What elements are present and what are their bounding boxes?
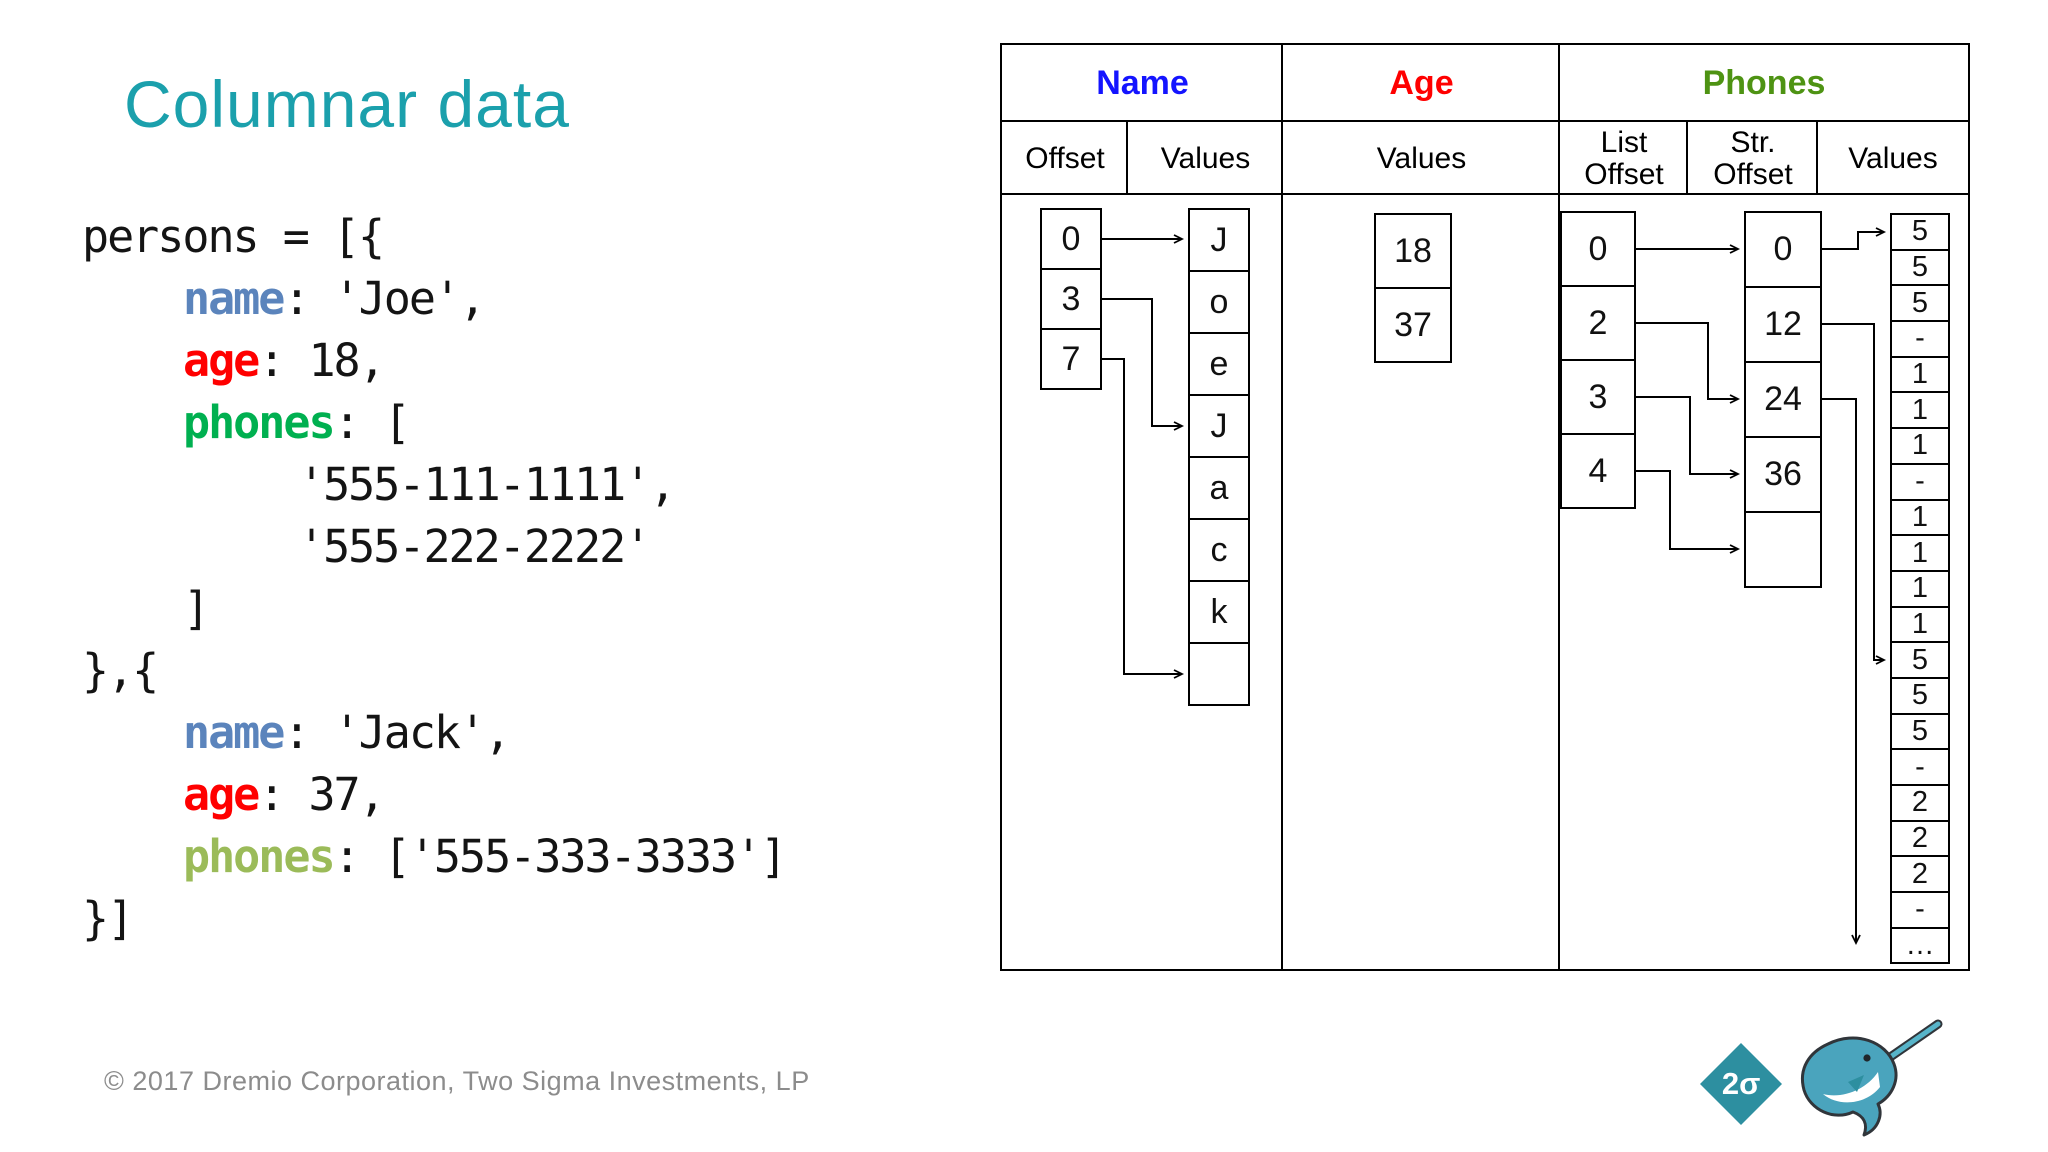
- name-value-cell: k: [1188, 580, 1250, 644]
- name-offset-cell: 7: [1040, 328, 1102, 390]
- code-segment: phones: [183, 396, 336, 449]
- offset-pointer-arrows: [1102, 227, 1887, 946]
- code-segment: : 37,: [258, 768, 385, 821]
- name-subcolumn-divider: [1126, 120, 1128, 195]
- age-value-cell: 37: [1374, 287, 1452, 363]
- name-value-cell: c: [1188, 518, 1250, 582]
- dremio-narwhal-logo: [1801, 1019, 1943, 1137]
- subheader-phones-str-offset: Str. Offset: [1713, 125, 1793, 191]
- name-value-cell: J: [1188, 208, 1250, 272]
- name-value-cell: [1188, 642, 1250, 706]
- code-segment: : [: [333, 396, 411, 449]
- two-sigma-logo-label: 2σ: [1721, 1065, 1761, 1101]
- phones-value-cell: 5: [1890, 213, 1950, 251]
- code-segment: '555-111-1111',: [298, 458, 676, 511]
- phones-list-offset-cell: 4: [1560, 433, 1636, 509]
- name-value-cell: e: [1188, 332, 1250, 396]
- phones-value-cell: 5: [1890, 641, 1950, 679]
- name-value-cell: a: [1188, 456, 1250, 520]
- code-segment: : 'Jack',: [283, 706, 511, 759]
- code-line: age: 18,: [82, 330, 785, 392]
- code-segment: : ['555-333-3333']: [333, 830, 788, 883]
- phones-value-cell: …: [1890, 926, 1950, 965]
- subheader-phones-list-offset: List Offset: [1584, 125, 1664, 191]
- code-segment: ]: [183, 582, 210, 635]
- phones-list-offset-cell: 2: [1560, 285, 1636, 361]
- code-line: ]: [82, 578, 785, 640]
- name-age-divider: [1281, 45, 1283, 969]
- two-sigma-logo: 2σ: [1699, 1042, 1783, 1126]
- code-segment: : 18,: [258, 334, 385, 387]
- code-line: }]: [82, 888, 785, 950]
- copyright-footer: © 2017 Dremio Corporation, Two Sigma Inv…: [104, 1066, 810, 1096]
- subheader-age-values: Values: [1376, 141, 1467, 175]
- name-value-cell: J: [1188, 394, 1250, 458]
- code-segment: phones: [183, 830, 336, 883]
- code-segment: '555-222-2222': [298, 520, 651, 573]
- page-title: Columnar data: [124, 67, 570, 141]
- subheader-name-offset: Offset: [1025, 141, 1105, 175]
- age-value-cell: 18: [1374, 213, 1452, 289]
- code-line: phones: ['555-333-3333']: [82, 826, 788, 888]
- code-line: name: 'Joe',: [82, 268, 785, 330]
- code-block: persons = [{name: 'Joe',age: 18,phones: …: [82, 206, 788, 950]
- phones-value-cell: 1: [1890, 391, 1950, 430]
- code-segment: },{: [82, 644, 159, 697]
- code-line: '555-111-1111',: [82, 454, 785, 516]
- header-divider-line: [1002, 120, 1968, 122]
- code-line: phones: [: [82, 392, 785, 454]
- phones-list-offset-cell: 3: [1560, 359, 1636, 435]
- code-segment: age: [183, 334, 260, 387]
- phones-value-cell: 1: [1890, 427, 1950, 465]
- phones-str-offset-cell: [1744, 511, 1822, 588]
- phones-value-cell: 2: [1890, 855, 1950, 894]
- age-phones-divider: [1558, 45, 1560, 969]
- phones-list-offset-cell: 0: [1560, 211, 1636, 287]
- phones-value-cell: -: [1890, 891, 1950, 929]
- column-header-age: Age: [1389, 64, 1454, 102]
- subheader-divider-line: [1002, 193, 1968, 195]
- phones-str-offset-cell: 12: [1744, 286, 1822, 363]
- columnar-table: Name Age Phones Offset Values Values Lis…: [1000, 43, 1970, 971]
- code-line: name: 'Jack',: [82, 702, 785, 764]
- phones-value-cell: 1: [1890, 569, 1950, 608]
- phones-value-cell: 1: [1890, 605, 1950, 644]
- subheader-name-values: Values: [1160, 141, 1251, 175]
- phones-str-offset-cell: 36: [1744, 436, 1822, 513]
- code-segment: : 'Joe',: [283, 272, 486, 325]
- phones-str-offset-cell: 24: [1744, 361, 1822, 438]
- code-line: persons = [{: [82, 206, 785, 268]
- subheader-phones-values: Values: [1848, 141, 1938, 175]
- code-segment: age: [183, 768, 260, 821]
- column-header-phones: Phones: [1702, 64, 1826, 102]
- name-offset-cell: 0: [1040, 208, 1102, 270]
- phones-subcolumn-divider-1: [1686, 120, 1688, 195]
- code-segment: persons = [{: [82, 210, 385, 263]
- column-header-name: Name: [1096, 64, 1189, 102]
- code-line: },{: [82, 640, 785, 702]
- code-segment: name: [183, 272, 285, 325]
- code-segment: }]: [82, 892, 134, 945]
- phones-value-cell: -: [1890, 748, 1950, 786]
- code-line: age: 37,: [82, 764, 785, 826]
- code-line: '555-222-2222': [82, 516, 785, 578]
- phones-subcolumn-divider-2: [1816, 120, 1818, 195]
- code-segment: name: [183, 706, 285, 759]
